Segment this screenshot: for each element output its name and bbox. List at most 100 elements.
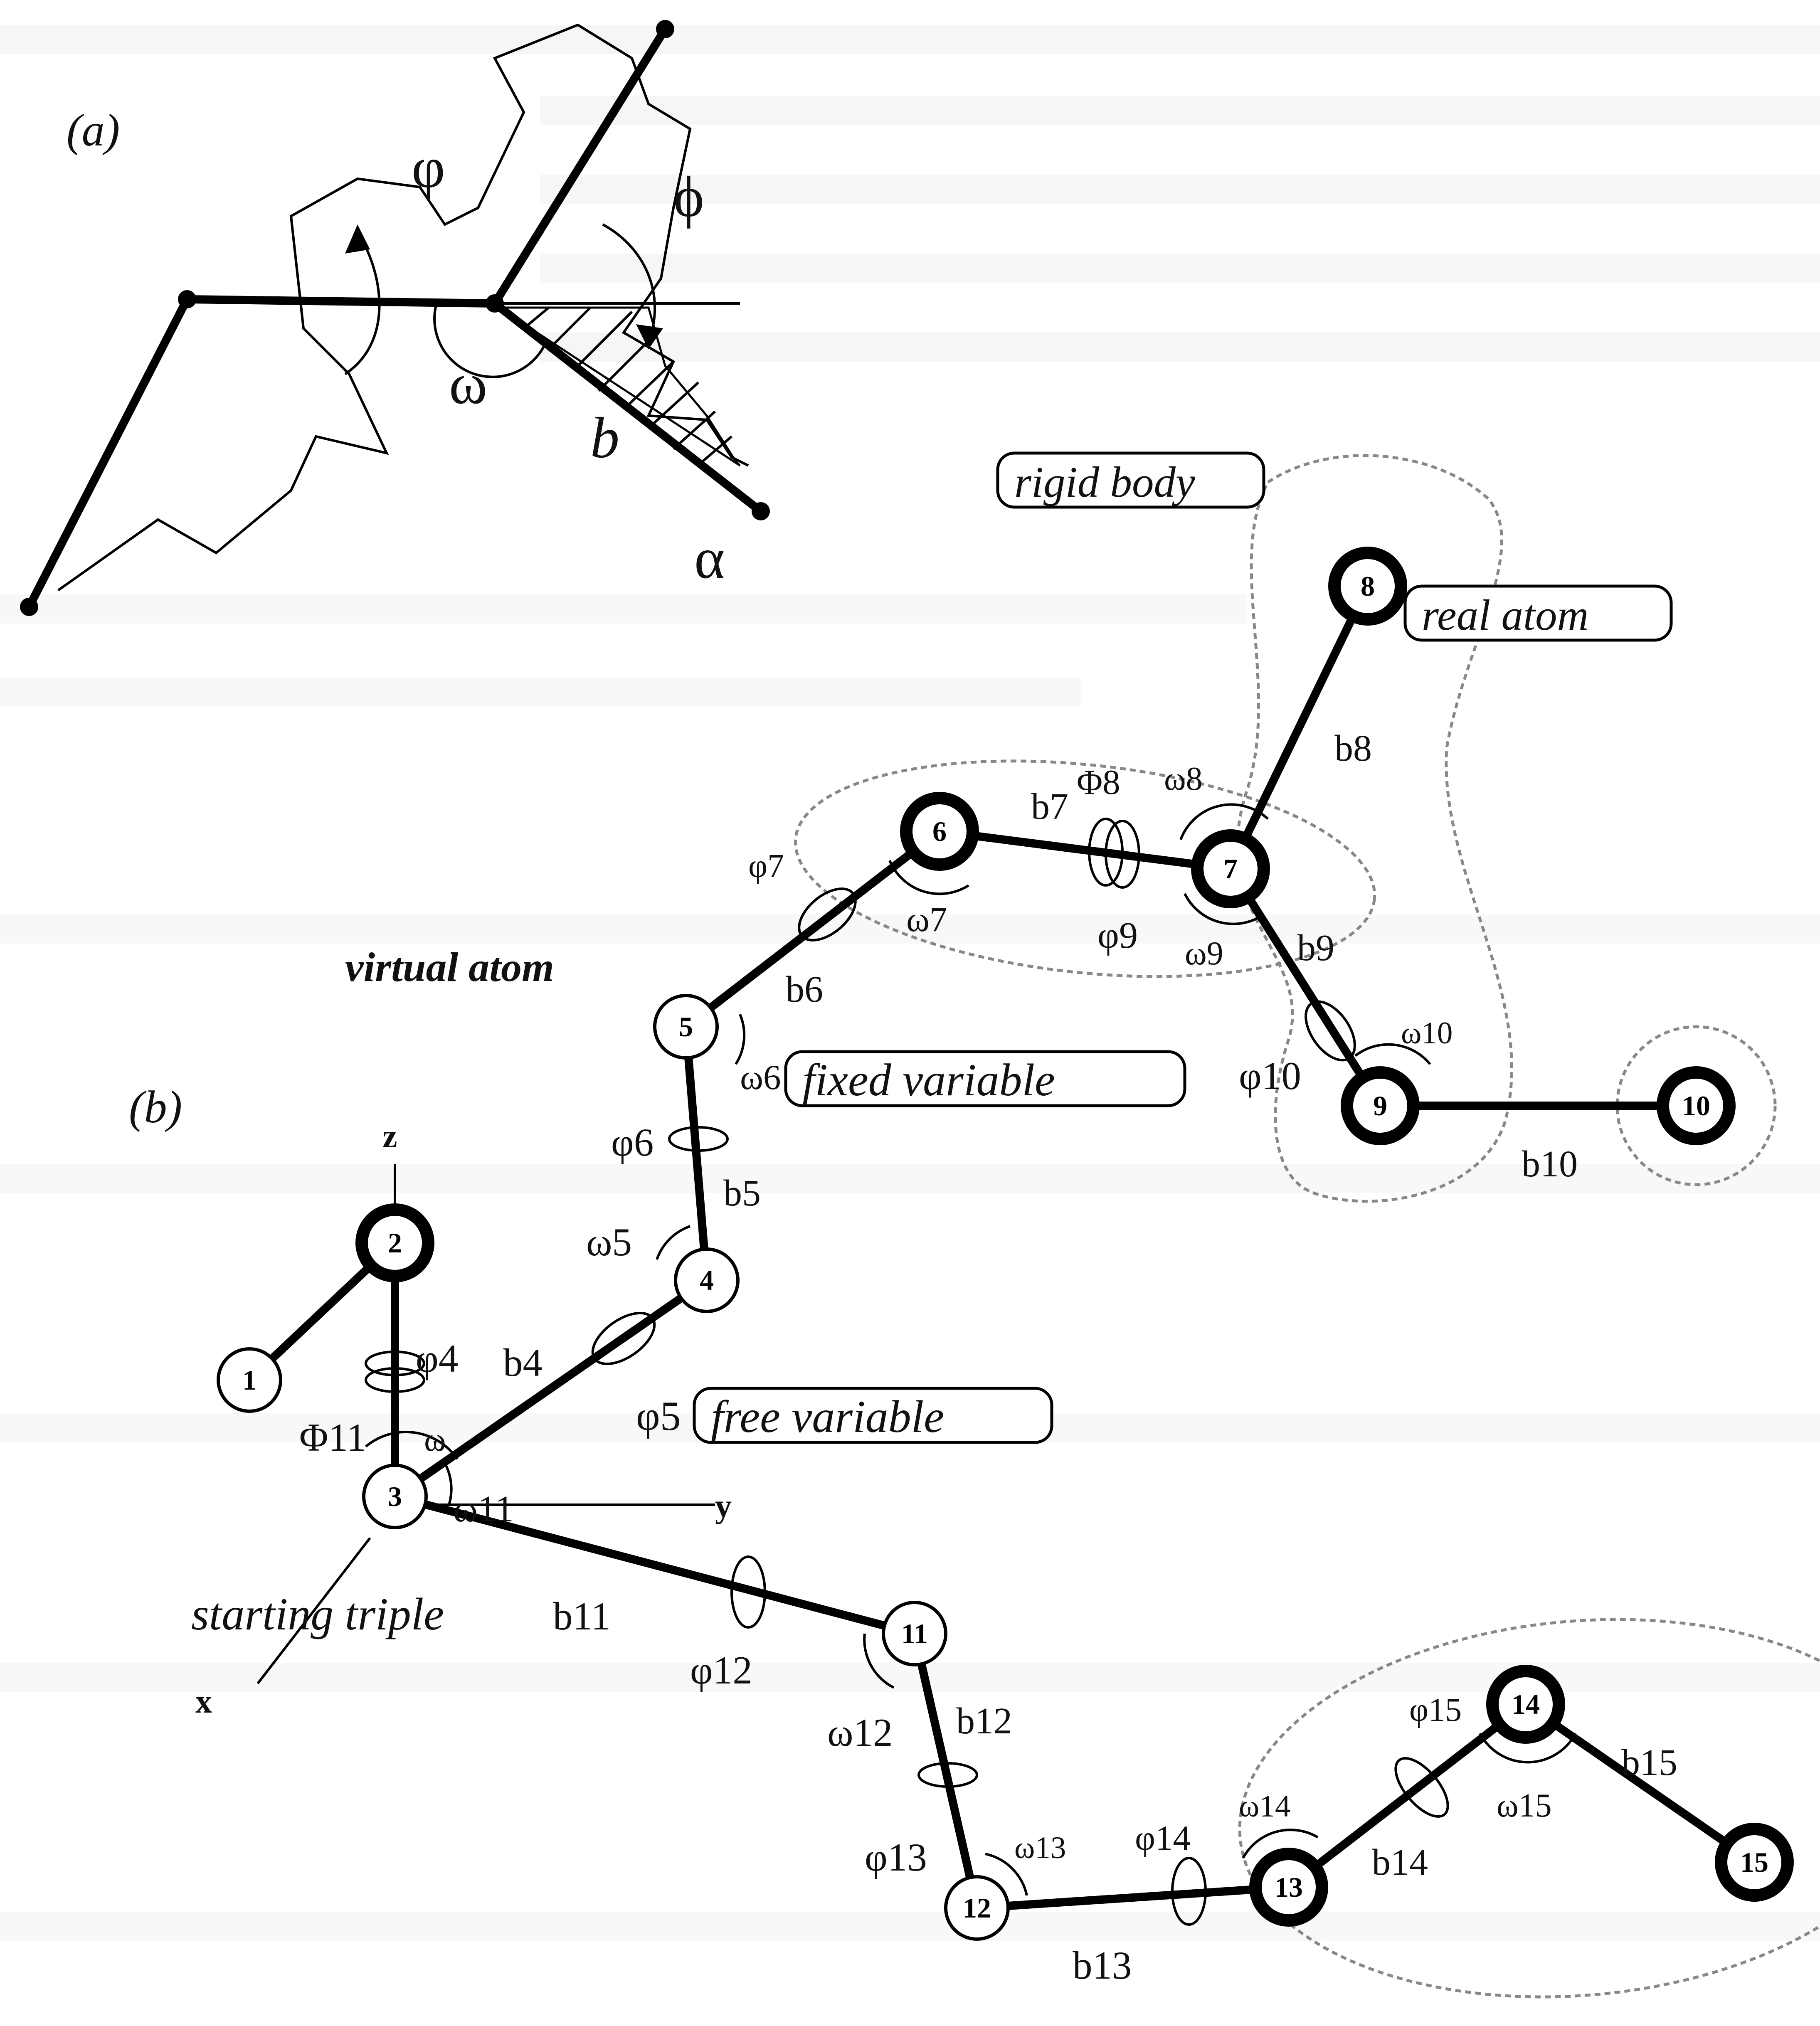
angle-arc-omega15	[1479, 1733, 1577, 1764]
atom-7: 7	[1191, 829, 1270, 908]
angle-label-omega7: ω7	[906, 900, 947, 939]
callout-real-atom-box	[1403, 584, 1673, 642]
angle-arc-omega13	[985, 1853, 1028, 1896]
callout-rigid-body-text: rigid body	[1014, 458, 1195, 506]
panel-a-phi-var-label: ϕ	[673, 165, 704, 229]
panel-a-envelope	[57, 23, 749, 592]
atom-15: 15	[1715, 1823, 1794, 1902]
svg-text:6: 6	[932, 816, 947, 847]
panel-a: (a) φ	[20, 20, 770, 616]
angle-label-phi14: φ14	[1135, 1819, 1191, 1858]
angle-label-phi13: φ13	[865, 1835, 927, 1879]
bond-6-7	[935, 827, 1235, 873]
angle-arc-omega7	[888, 860, 969, 895]
atom-2: 2	[355, 1203, 434, 1282]
torsion-loop-phi6	[668, 1126, 729, 1152]
callout-free-variable-box	[693, 1387, 1053, 1444]
panel-b: (b) z y x	[129, 451, 1820, 1999]
angle-label-omega12: ω12	[827, 1711, 893, 1755]
bond-label-b8: b8	[1334, 728, 1372, 769]
panel-a-rotation-arrow-right	[602, 223, 656, 342]
bond-label-b4: b4	[503, 1341, 543, 1385]
angle-arc-omega5	[656, 1225, 691, 1260]
torsion-loop-phi4b	[365, 1367, 425, 1393]
angle-arc-omega10	[1354, 1043, 1431, 1065]
svg-text:11: 11	[901, 1618, 928, 1649]
bond-label-b10: b10	[1522, 1144, 1578, 1185]
rigid-body-outline-13-15	[1238, 1618, 1820, 1999]
angle-label-omega5: ω5	[586, 1220, 632, 1264]
torsion-loop-PHI8b	[1105, 820, 1140, 889]
bond-14-15	[1522, 1700, 1758, 1866]
angle-arc-omega14	[1242, 1829, 1319, 1859]
axis-x-label: x	[195, 1683, 212, 1720]
bonds	[245, 582, 1758, 1912]
bond-label-b5: b5	[723, 1173, 761, 1214]
angle-label-omega13: ω13	[1014, 1831, 1066, 1865]
atom-12: 12	[944, 1875, 1010, 1941]
torsion-indicators	[365, 803, 1577, 1926]
svg-text:2: 2	[388, 1227, 402, 1259]
angle-label-omega11: ω11	[453, 1489, 514, 1530]
axis-z-label: z	[382, 1118, 397, 1155]
atom-nodes: 1 2 3 4 5 6 7 8 9 10 11 12 13 14 15	[217, 547, 1794, 1941]
panel-b-label: (b)	[129, 1082, 182, 1132]
panel-a-hatched-region	[495, 306, 741, 467]
svg-text:7: 7	[1223, 853, 1238, 885]
bond-7-9	[1226, 865, 1384, 1110]
angle-label-phi10: φ10	[1239, 1054, 1301, 1098]
svg-text:3: 3	[388, 1481, 402, 1512]
panel-a-b-label: b	[590, 406, 619, 470]
svg-text:4: 4	[700, 1264, 714, 1296]
atom-9: 9	[1341, 1066, 1420, 1145]
bond-12-13	[973, 1883, 1293, 1912]
angle-arc-omega9	[1184, 893, 1265, 925]
angle-label-omega: ω	[424, 1422, 446, 1458]
panel-a-bond-b	[491, 299, 765, 515]
svg-text:10: 10	[1682, 1090, 1710, 1121]
atom-1: 1	[217, 1347, 282, 1413]
torsion-loop-phi15	[1394, 1757, 1449, 1818]
svg-text:5: 5	[679, 1011, 693, 1043]
bond-label-b14: b14	[1372, 1842, 1428, 1883]
angle-arc-omega8	[1179, 803, 1269, 840]
panel-a-omega-arc	[433, 303, 546, 378]
callout-free-variable-text: free variable	[711, 1391, 944, 1442]
callout-real-atom-text: real atom	[1422, 591, 1589, 639]
panel-a-arrowhead-left	[345, 224, 370, 254]
panel-a-atom-dot	[486, 294, 504, 313]
bond-label-b6: b6	[786, 969, 823, 1010]
angle-arc-omega6	[735, 1013, 746, 1065]
atom-10: 10	[1657, 1066, 1736, 1145]
bond-label-b15: b15	[1621, 1742, 1677, 1783]
bond-7-8	[1226, 582, 1372, 873]
angle-label-omega10: ω10	[1401, 1016, 1453, 1050]
angle-label-PHI11: Φ11	[299, 1415, 366, 1459]
callout-rigid-body-box	[996, 451, 1265, 509]
panel-a-atom-dot	[656, 20, 674, 38]
angle-arc-omega11	[444, 1462, 453, 1505]
angle-label-phi15: φ15	[1409, 1692, 1462, 1728]
torsion-loop-phi12	[730, 1555, 766, 1629]
panel-a-bond-up	[491, 25, 669, 308]
bond-4-5	[682, 1023, 711, 1284]
bond-label-b11: b11	[553, 1594, 611, 1638]
svg-text:15: 15	[1740, 1846, 1768, 1878]
callout-fixed-variable-text: fixed variable	[802, 1055, 1055, 1105]
panel-a-atom-dot	[178, 290, 196, 308]
angle-label-group: φ4 Φ11 ω ω11 ω5 φ5 φ6 ω6 φ7 ω7 Φ8 ω8 φ9 …	[299, 761, 1552, 1879]
angle-label-PHI8: Φ8	[1077, 763, 1120, 802]
rigid-body-outline-10	[1615, 1025, 1777, 1186]
angle-label-omega15: ω15	[1497, 1787, 1552, 1824]
bond-3-4	[391, 1276, 711, 1501]
torsion-loop-phi13	[917, 1762, 978, 1788]
torsion-loop-phi10	[1305, 1000, 1356, 1062]
angle-label-phi9: φ9	[1097, 915, 1138, 956]
torsion-loop-phi4	[365, 1351, 425, 1376]
angle-label-phi7: φ7	[748, 848, 784, 885]
label-starting-triple: starting triple	[191, 1589, 444, 1639]
atom-13: 13	[1249, 1848, 1328, 1927]
label-virtual-atom: virtual atom	[345, 944, 554, 990]
atom-3: 3	[362, 1464, 428, 1529]
atom-8: 8	[1328, 547, 1407, 626]
